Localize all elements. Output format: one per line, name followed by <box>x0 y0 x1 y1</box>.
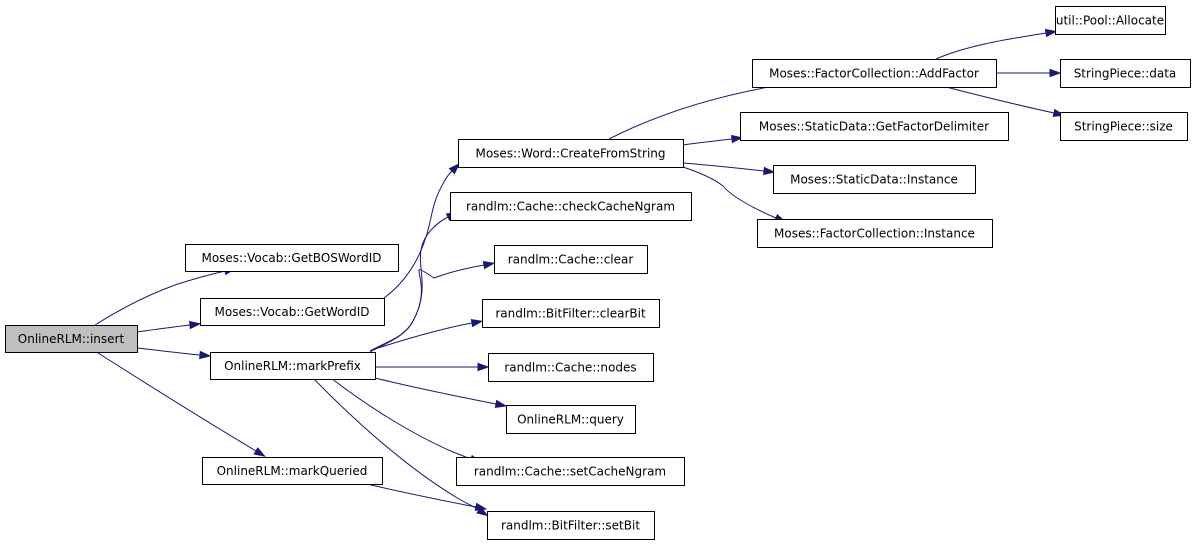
node-label: randlm::Cache::setCacheNgram <box>474 465 666 479</box>
node-stringPieceSize[interactable]: StringPiece::size <box>1060 112 1188 141</box>
edge-markPrefix-to-query <box>374 377 508 409</box>
edge-markPrefix-to-cacheClear <box>369 260 496 352</box>
node-factorCollectionInstance[interactable]: Moses::FactorCollection::Instance <box>757 219 993 248</box>
node-box <box>773 165 976 194</box>
arrowhead <box>482 260 496 270</box>
node-label: OnlineRLM::markPrefix <box>224 359 361 373</box>
edge-createFromString-to-staticDataInstance <box>682 162 776 176</box>
node-box <box>210 352 376 380</box>
edge-insert-to-getWordID <box>136 320 202 333</box>
node-box <box>1060 112 1188 141</box>
node-label: randlm::Cache::checkCacheNgram <box>466 200 675 214</box>
node-query[interactable]: OnlineRLM::query <box>506 405 636 434</box>
edge-markPrefix-to-cacheNodes <box>375 362 490 372</box>
node-label: randlm::BitFilter::setBit <box>501 519 640 533</box>
arrowhead <box>470 318 484 328</box>
node-checkCacheNgram[interactable]: randlm::Cache::checkCacheNgram <box>450 192 692 221</box>
edge-insert-to-markPrefix <box>136 347 212 360</box>
node-label: Moses::StaticData::GetFactorDelimiter <box>759 120 989 134</box>
edge-getWordID-to-createFromString <box>383 162 461 299</box>
node-staticDataInstance[interactable]: Moses::StaticData::Instance <box>773 165 976 194</box>
node-label: OnlineRLM::markQueried <box>217 464 368 478</box>
node-box <box>757 219 993 248</box>
node-box <box>5 325 138 353</box>
edge-insert-to-markQueried <box>94 350 266 457</box>
arrowhead <box>1049 68 1062 78</box>
nodes-layer: OnlineRLM::insert Moses::Vocab::GetBOSWor… <box>5 6 1191 540</box>
edge-createFromString-to-factorCollectionInstance <box>682 166 787 223</box>
node-label: Moses::Vocab::GetBOSWordID <box>201 251 381 265</box>
node-box <box>487 511 655 540</box>
node-addFactor[interactable]: Moses::FactorCollection::AddFactor <box>752 59 997 88</box>
node-box <box>185 244 399 272</box>
node-clearBit[interactable]: randlm::BitFilter::clearBit <box>482 299 660 328</box>
arrowhead <box>1044 28 1058 38</box>
node-label: OnlineRLM::query <box>517 413 624 427</box>
node-poolAllocate[interactable]: util::Pool::Allocate <box>1055 6 1166 35</box>
node-box <box>458 139 684 168</box>
node-box <box>202 457 383 485</box>
arrowhead <box>494 399 508 409</box>
arrowhead <box>189 320 202 330</box>
node-cacheNodes[interactable]: randlm::Cache::nodes <box>488 353 654 382</box>
node-box <box>456 457 685 486</box>
edge-addFactor-to-poolAllocate <box>935 28 1058 60</box>
node-cacheClear[interactable]: randlm::Cache::clear <box>494 245 648 274</box>
arrowhead <box>199 350 212 360</box>
arrowhead <box>477 362 490 372</box>
node-box <box>1060 59 1191 88</box>
node-box <box>200 298 385 326</box>
node-label: Moses::StaticData::Instance <box>790 173 958 187</box>
node-box <box>740 112 1009 141</box>
node-box <box>488 353 654 382</box>
node-label: OnlineRLM::insert <box>18 332 125 346</box>
node-label: Moses::Word::CreateFromString <box>475 147 665 161</box>
node-insert[interactable]: OnlineRLM::insert <box>5 325 138 353</box>
node-label: randlm::BitFilter::clearBit <box>495 307 646 321</box>
edges-layer <box>94 28 1066 517</box>
node-box <box>450 192 692 221</box>
node-box <box>506 405 636 434</box>
edge-createFromString-to-getFactorDelimiter <box>682 134 744 146</box>
arrowhead <box>253 447 266 457</box>
node-markPrefix[interactable]: OnlineRLM::markPrefix <box>210 352 376 380</box>
node-stringPieceData[interactable]: StringPiece::data <box>1060 59 1191 88</box>
node-label: util::Pool::Allocate <box>1056 14 1164 28</box>
node-label: randlm::Cache::clear <box>508 253 634 267</box>
node-setBit[interactable]: randlm::BitFilter::setBit <box>487 511 655 540</box>
node-createFromString[interactable]: Moses::Word::CreateFromString <box>458 139 684 168</box>
node-getBOSWordID[interactable]: Moses::Vocab::GetBOSWordID <box>185 244 399 272</box>
node-label: StringPiece::size <box>1074 120 1173 134</box>
node-box <box>1055 6 1166 35</box>
node-getFactorDelimiter[interactable]: Moses::StaticData::GetFactorDelimiter <box>740 112 1009 141</box>
node-box <box>752 59 997 88</box>
edge-markQueried-to-setBit <box>366 483 488 512</box>
node-label: StringPiece::data <box>1074 67 1177 81</box>
node-getWordID[interactable]: Moses::Vocab::GetWordID <box>200 298 385 326</box>
node-label: Moses::FactorCollection::AddFactor <box>769 67 979 81</box>
edge-markPrefix-to-checkCacheNgram <box>369 211 459 353</box>
node-box <box>482 299 660 328</box>
node-markQueried[interactable]: OnlineRLM::markQueried <box>202 457 383 485</box>
edge-addFactor-to-stringPieceData <box>996 68 1062 78</box>
edge-markPrefix-to-setCacheNgram <box>330 377 482 463</box>
edge-markPrefix-to-setBit <box>312 377 489 517</box>
node-label: randlm::Cache::nodes <box>504 361 636 375</box>
arrowhead <box>448 162 461 175</box>
arrowhead <box>731 134 744 144</box>
node-label: Moses::FactorCollection::Instance <box>774 227 975 241</box>
arrowhead <box>763 166 776 176</box>
node-label: Moses::Vocab::GetWordID <box>215 305 370 319</box>
edge-markPrefix-to-clearBit <box>374 318 484 350</box>
node-box <box>494 245 648 274</box>
node-setCacheNgram[interactable]: randlm::Cache::setCacheNgram <box>456 457 685 486</box>
arrowhead <box>474 502 488 512</box>
